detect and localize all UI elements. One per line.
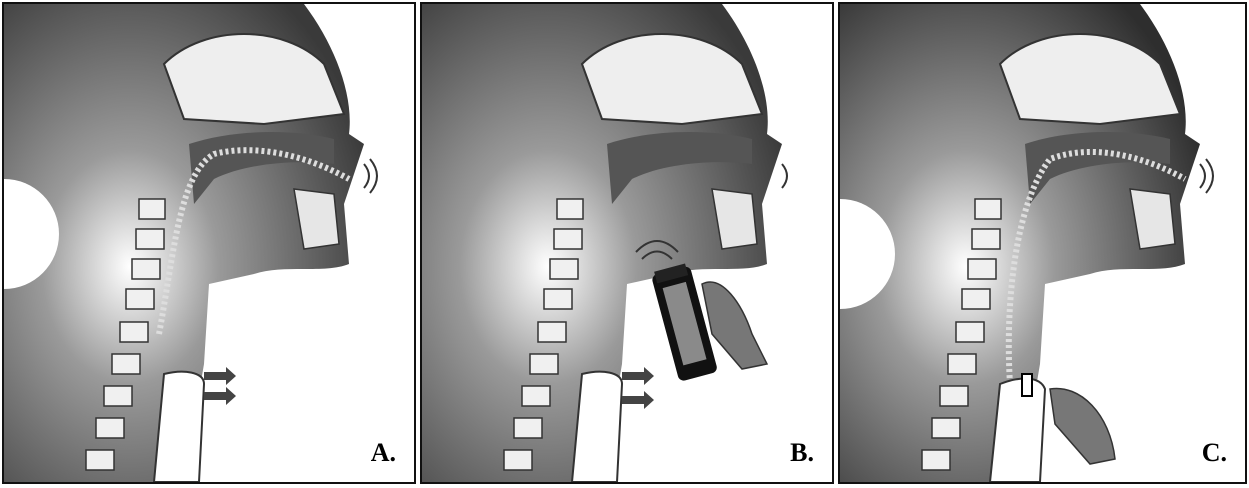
sound-wave-icon [364,164,369,188]
trachea [990,379,1045,482]
thumb-occluding-stoma [1050,388,1115,464]
anatomy-illustration-voice-prosthesis [840,4,1245,482]
electrolarynx-device [650,262,718,382]
panel-c: C. [838,2,1247,484]
anatomy-illustration-electrolarynx [422,4,832,482]
sound-wave-icon [1200,164,1205,188]
panel-a: A. [2,2,416,484]
panel-label-c: C. [1202,438,1227,468]
anatomy-illustration-normal-speech [4,4,414,482]
panel-label-a: A. [371,438,396,468]
panel-b: B. [420,2,834,484]
panel-label-b: B. [790,438,814,468]
arrow-in-icon [622,367,654,385]
arrow-out-icon [204,387,236,405]
arrow-in-icon [204,367,236,385]
voice-prosthesis-icon [1022,374,1032,396]
arrow-out-icon [622,391,654,409]
